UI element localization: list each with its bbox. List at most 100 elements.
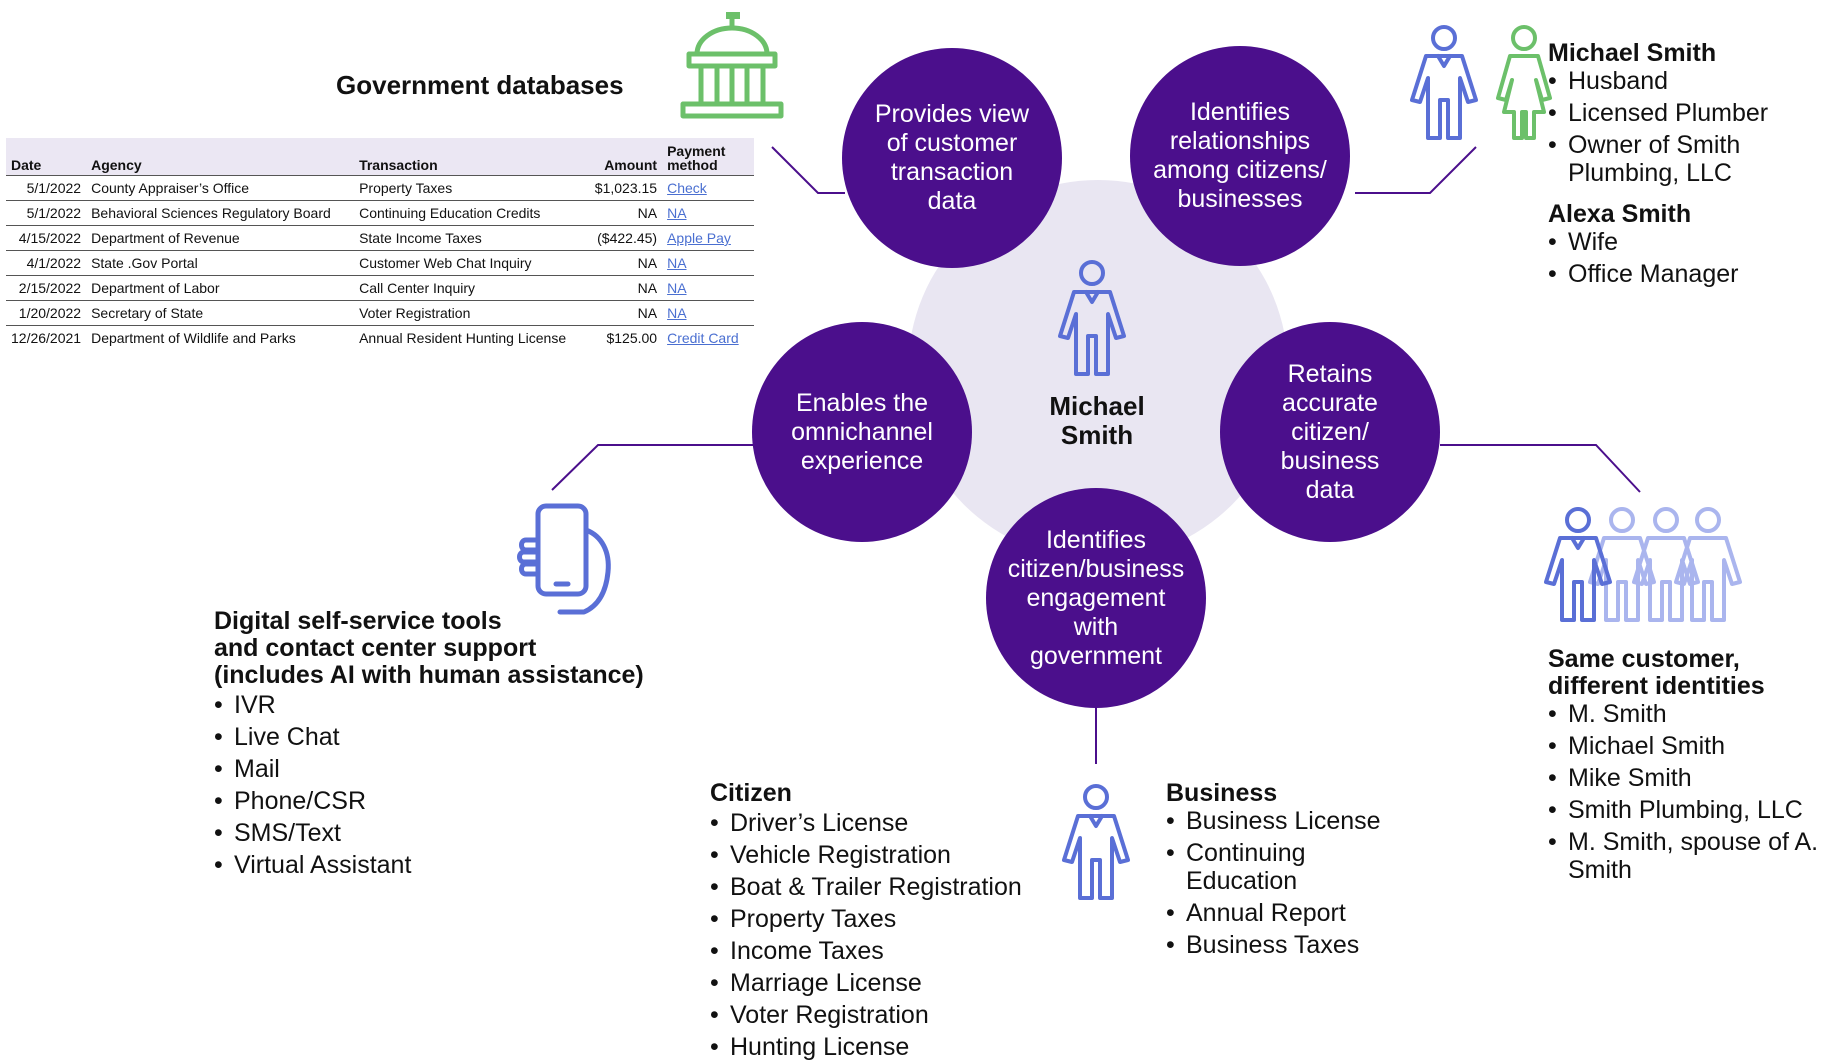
list-item: Wife [1548,228,1818,256]
cell-amount: NA [584,200,663,226]
cell-transaction: State Income Taxes [354,225,585,251]
table-row: 1/20/2022 Secretary of State Voter Regis… [6,300,754,326]
citizen-title: Citizen [710,779,792,807]
list-item: Hunting License [710,1031,1060,1063]
hub-text-line: Provides view [874,100,1030,128]
list-item: M. Smith, spouse of A. Smith [1548,828,1824,884]
connector-government [771,146,845,194]
payment-link[interactable]: Check [667,180,707,196]
hub-text-line: government [1029,641,1162,670]
list-item: Phone/CSR [214,785,694,817]
header-transaction: Transaction [359,157,438,173]
hub-text-line: transaction [890,158,1014,186]
header-amount: Amount [604,157,658,173]
cell-agency: Secretary of State [86,300,355,326]
hub-relationships: Identifies relationships among citizens/… [1130,46,1350,266]
payment-link[interactable]: NA [667,305,687,321]
person-icon [1058,260,1126,376]
list-item: Continuing Education [1166,839,1416,895]
hub-text-line: accurate [1282,388,1378,417]
list-item: Vehicle Registration [710,839,1060,871]
relationships-panel: Michael Smith Husband Licensed Plumber O… [1548,40,1818,292]
digital-panel: Digital self-service tools and contact c… [214,608,694,882]
table-row: 4/15/2022 Department of Revenue State In… [6,225,754,251]
cell-transaction: Property Taxes [354,175,585,201]
hub-text-line: Identifies [1189,98,1291,126]
hub-text-line: experience [800,446,924,475]
hub-text-line: relationships [1169,127,1311,155]
hub-text-line: Enables the [795,388,929,417]
connector-digital [551,444,754,491]
header-payment-line1: Payment [667,143,726,159]
hub-accurate-data: Retains accurate citizen/ business data [1220,322,1440,542]
payment-link[interactable]: NA [667,280,687,296]
digital-title-line2: and contact center support [214,634,537,662]
hub-text-line: engagement [1026,583,1166,612]
list-item: Property Taxes [710,903,1060,935]
list-item: IVR [214,689,694,721]
identities-title-line1: Same customer, [1548,645,1740,673]
header-agency: Agency [91,157,142,173]
identities-list: M. Smith Michael Smith Mike Smith Smith … [1548,700,1824,884]
table-row: 5/1/2022 County Appraiser’s Office Prope… [6,175,754,201]
cell-amount: NA [584,250,663,276]
list-item: Marriage License [710,967,1060,999]
cell-transaction: Customer Web Chat Inquiry [354,250,585,276]
list-item: Driver’s License [710,807,1060,839]
digital-list: IVR Live Chat Mail Phone/CSR SMS/Text Vi… [214,689,694,881]
connector-relationships [1355,146,1477,194]
table-row: 5/1/2022 Behavioral Sciences Regulatory … [6,200,754,226]
payment-link[interactable]: Credit Card [667,330,739,346]
cell-payment: Apple Pay [662,225,754,251]
identities-panel: Same customer, different identities M. S… [1548,646,1824,888]
list-item: Voter Registration [710,999,1060,1031]
cell-amount: $1,023.15 [584,175,663,201]
center-name-line1: Michael [1049,391,1145,421]
cell-transaction: Call Center Inquiry [354,275,585,301]
phone-in-hand-icon [517,503,611,615]
list-item: SMS/Text [214,817,694,849]
payment-link[interactable]: Apple Pay [667,230,731,246]
business-title: Business [1166,779,1278,807]
citizen-list: Driver’s License Vehicle Registration Bo… [710,807,1060,1063]
list-item: Mail [214,753,694,785]
hub-text-line: omnichannel [791,417,933,446]
list-item: Boat & Trailer Registration [710,871,1060,903]
hub-text-line: of customer [886,129,1018,157]
cell-payment: NA [662,275,754,301]
person1-list: Husband Licensed Plumber Owner of Smith … [1548,67,1818,187]
list-item: Business License [1166,807,1416,835]
payment-link[interactable]: NA [667,205,687,221]
list-item: Virtual Assistant [214,849,694,881]
cell-agency: State .Gov Portal [86,250,355,276]
header-payment-line2: method [667,157,718,173]
header-date: Date [11,157,42,173]
center-name-line2: Smith [1060,420,1134,450]
table-row: 12/26/2021 Department of Wildlife and Pa… [6,325,754,350]
list-item: Michael Smith [1548,732,1824,760]
cell-amount: ($422.45) [584,225,663,251]
government-building-icon [680,12,784,119]
hub-text-line: with [1073,612,1119,641]
cell-date: 4/1/2022 [6,250,87,276]
cell-date: 12/26/2021 [6,325,87,350]
cell-amount: NA [584,300,663,326]
cell-date: 5/1/2022 [6,200,87,226]
list-item: Business Taxes [1166,931,1416,959]
person2-list: Wife Office Manager [1548,228,1818,288]
cell-amount: NA [584,275,663,301]
table-row: 4/1/2022 State .Gov Portal Customer Web … [6,250,754,276]
cell-payment: NA [662,250,754,276]
hub-transaction-view: Provides view of customer transaction da… [842,48,1062,268]
payment-link[interactable]: NA [667,255,687,271]
list-item: Annual Report [1166,899,1416,927]
hub-text-line: citizen/ [1291,417,1369,446]
cell-date: 5/1/2022 [6,175,87,201]
couple-icon [1410,25,1552,140]
person-icon [1062,784,1130,900]
cell-payment: Credit Card [662,325,754,350]
multiple-identities-icon [1544,507,1742,622]
